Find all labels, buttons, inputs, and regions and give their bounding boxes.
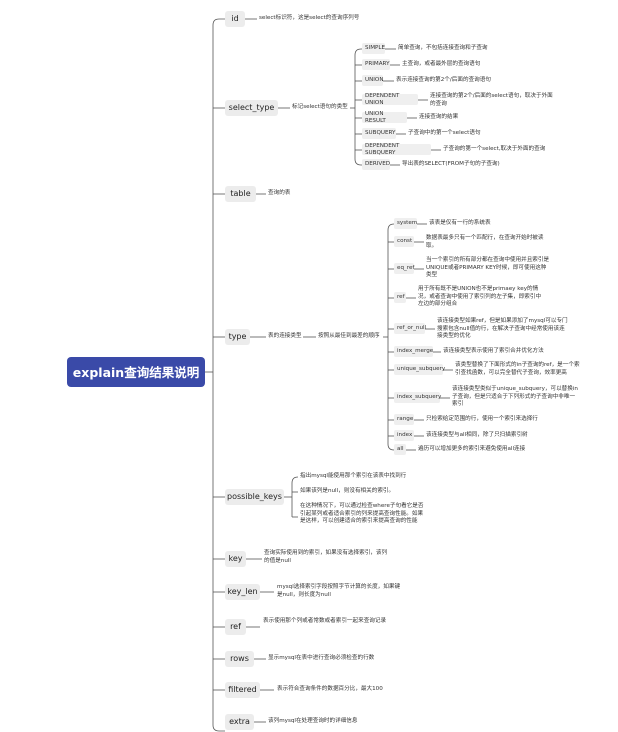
type-ref-or-null-desc: 该连接类型如果ref，但是如果添加了mysql可以专门搜索包含null值的行，在… xyxy=(437,318,568,340)
select-type-dependent-subquery: DEPENDENT SUBQUERY xyxy=(362,142,431,156)
type-index-merge: index_merge xyxy=(394,346,433,357)
type-eq-ref-label: eq_ref xyxy=(397,265,415,272)
type-system: system xyxy=(394,218,417,229)
branch-extra: extra xyxy=(225,714,254,730)
branch-table-desc: 查询的表 xyxy=(268,190,291,196)
select-type-dependent-subquery-label: DEPENDENT SUBQUERY xyxy=(365,142,400,156)
branch-rows-label: rows xyxy=(230,654,249,664)
select-type-union: UNION xyxy=(362,75,384,86)
type-range: range xyxy=(394,414,414,425)
type-all: all xyxy=(394,444,406,455)
select-type-union-result-desc: 连接查询的结果 xyxy=(419,114,459,120)
type-range-desc: 只检索给定范围的行，使用一个索引来选择行 xyxy=(426,416,538,422)
branch-type: type xyxy=(225,329,250,345)
possible-keys-desc-1: 指出mysql能使用那个索引在该表中找到行 xyxy=(300,473,407,479)
type-unique-subquery-label: unique_subquery xyxy=(397,366,446,373)
branch-extra-label: extra xyxy=(229,717,250,727)
root-node: explain查询结果说明 xyxy=(67,357,205,387)
select-type-union-label: UNION xyxy=(365,77,384,84)
type-ref-or-null: ref_or_null xyxy=(394,323,427,334)
select-type-dependent-union-label: DEPENDENT UNION xyxy=(365,92,400,106)
branch-key-desc: 查询实际使用到的索引，如果没有选择索引，该列的值是null xyxy=(264,550,388,564)
select-type-simple-desc: 简单查询，不包括连接查询和子查询 xyxy=(398,45,488,51)
type-system-label: system xyxy=(397,220,418,227)
type-unique-subquery-desc: 该类型替换了下面形式的in子查询的ref，是一个索引查找函数，可以完全替代子查询… xyxy=(455,362,580,376)
branch-extra-desc: 该列mysql在处理查询时的详细信息 xyxy=(268,718,358,724)
branch-select-type-desc: 标记select语句的类型 xyxy=(292,104,348,110)
select-type-primary-desc: 主查询，或者最外层的查询语句 xyxy=(402,61,481,67)
type-unique-subquery: unique_subquery xyxy=(394,364,446,375)
branch-id-desc: select标识符，这是select的查询序列号 xyxy=(259,15,360,21)
branch-key-len-desc: mysql选择索引字段按照字节计算的长度，如果键是null，则长度为null xyxy=(277,584,401,598)
branch-possible-keys-label: possible_keys xyxy=(227,492,282,502)
branch-select-type-label: select_type xyxy=(228,103,275,113)
select-type-simple-label: SIMPLE xyxy=(365,45,386,52)
branch-filtered: filtered xyxy=(225,682,260,698)
type-eq-ref-desc: 当一个索引的所有部分都在查询中使用并且索引是UNIQUE或者PRIMARY KE… xyxy=(426,257,550,279)
type-index-desc: 该连接类型与all相同，除了只扫描索引树 xyxy=(426,432,528,438)
select-type-derived-label: DERIVED xyxy=(365,161,391,168)
possible-keys-desc-2: 如果该列是null，则没有相关的索引。 xyxy=(300,488,395,494)
type-index-subquery-label: index_subquery xyxy=(397,394,442,401)
select-type-simple: SIMPLE xyxy=(362,43,385,54)
type-const: const xyxy=(394,236,414,247)
branch-ref-label: ref xyxy=(230,622,241,632)
branch-type-desc: 表的连接类型 xyxy=(268,333,302,339)
select-type-primary: PRIMARY xyxy=(362,59,390,70)
type-all-label: all xyxy=(397,446,404,453)
type-range-label: range xyxy=(397,416,414,423)
possible-keys-desc-3: 在这种情况下，可以通过检查where子句看它是否引起某列或者适合索引的列来提高查… xyxy=(300,503,424,525)
branch-key-len: key_len xyxy=(225,584,260,600)
branch-possible-keys: possible_keys xyxy=(225,489,284,505)
select-type-subquery: SUBQUERY xyxy=(362,128,396,139)
branch-rows: rows xyxy=(225,651,254,667)
select-type-derived-desc: 导出表的SELECT(FROM子句的子查询) xyxy=(402,161,500,167)
branch-filtered-label: filtered xyxy=(228,685,257,695)
type-const-label: const xyxy=(397,238,413,245)
branch-key-label: key xyxy=(228,554,243,564)
type-index-subquery: index_subquery xyxy=(394,392,442,403)
branch-rows-desc: 显示mysql在表中进行查询必须检查的行数 xyxy=(268,655,375,661)
select-type-derived: DERIVED xyxy=(362,159,390,170)
branch-filtered-desc: 表示符合查询条件的数据百分比，最大100 xyxy=(277,686,383,692)
type-const-desc: 数据表最多只有一个匹配行，在查询开始时被读取。 xyxy=(426,235,544,249)
select-type-dependent-union-desc: 连接查询的第2个/后面的select语句，取决于外面的查询 xyxy=(430,93,553,107)
select-type-subquery-desc: 子查询中的第一个select语句 xyxy=(408,130,481,136)
type-eq-ref: eq_ref xyxy=(394,263,414,274)
branch-type-desc2: 按照从最佳到最差的顺序 xyxy=(318,333,380,339)
type-ref-or-null-label: ref_or_null xyxy=(397,325,427,332)
select-type-union-result-label: UNION RESULT xyxy=(365,110,386,124)
branch-select-type: select_type xyxy=(225,100,278,116)
branch-id-label: id xyxy=(231,14,239,24)
type-index-merge-label: index_merge xyxy=(397,348,434,355)
select-type-primary-label: PRIMARY xyxy=(365,61,390,68)
type-ref: ref xyxy=(394,292,406,303)
branch-table: table xyxy=(225,186,256,202)
branch-id: id xyxy=(225,11,245,27)
select-type-union-result: UNION RESULT xyxy=(362,110,407,124)
type-system-desc: 该表是仅有一行的系统表 xyxy=(429,220,491,226)
type-index-merge-desc: 该连接类型表示使用了索引合并优化方法 xyxy=(443,348,544,354)
select-type-subquery-label: SUBQUERY xyxy=(365,130,396,137)
select-type-dependent-subquery-desc: 子查询的第一个select,取决于外面的查询 xyxy=(443,146,546,152)
branch-key: key xyxy=(225,551,246,567)
branch-ref: ref xyxy=(225,619,246,635)
select-type-union-desc: 表示连接查询的第2个/后面的查询语句 xyxy=(396,77,491,83)
type-ref-label: ref xyxy=(397,294,405,301)
root-title: explain查询结果说明 xyxy=(72,364,200,380)
branch-ref-desc: 表示使用那个列或者常数或者索引一起来查询记录 xyxy=(263,618,387,624)
type-index-label: index xyxy=(397,432,413,439)
branch-key-len-label: key_len xyxy=(227,587,258,597)
type-index-subquery-desc: 该连接类型类似于unique_subquery，可以替换in子查询，但是只适合于… xyxy=(452,386,578,408)
branch-type-label: type xyxy=(228,332,247,342)
type-all-desc: 遍历可以增加更多的索引来避免使用all连接 xyxy=(418,446,526,452)
type-ref-desc: 用于所有既不是UNION也不是primaey key的情况，或者查询中使用了索引… xyxy=(418,286,542,308)
select-type-dependent-union: DEPENDENT UNION xyxy=(362,92,418,106)
branch-table-label: table xyxy=(230,189,251,199)
type-index: index xyxy=(394,430,414,441)
